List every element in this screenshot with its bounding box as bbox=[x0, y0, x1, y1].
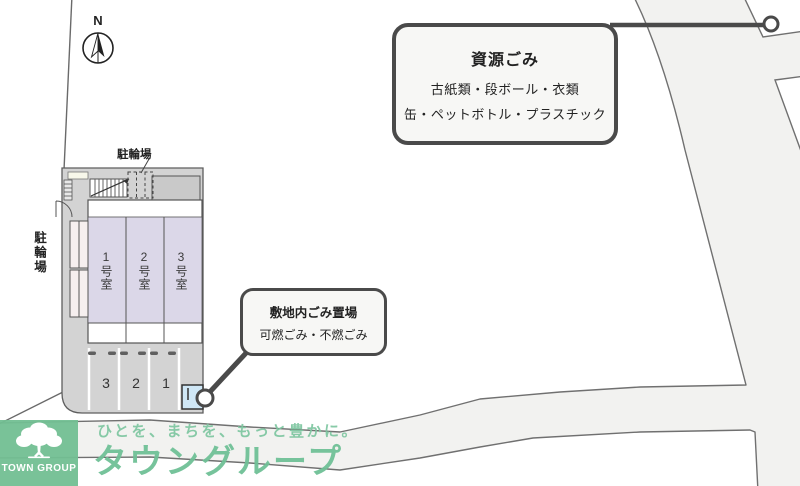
compass-icon bbox=[82, 32, 114, 64]
room-3-label: 3号室 bbox=[174, 250, 188, 291]
room-2-label: 2号室 bbox=[137, 250, 151, 291]
room-dividers bbox=[88, 217, 202, 343]
bicycle-label-pointer bbox=[140, 158, 150, 174]
bike-racks bbox=[69, 220, 89, 318]
wheel-stops bbox=[88, 351, 176, 355]
brand-name: タウングループ bbox=[93, 443, 343, 481]
recyclable-waste-line-1: 古紙類・段ボール・衣類 bbox=[430, 81, 580, 97]
gate-swing-arc bbox=[55, 200, 73, 218]
property-boundary-top-left bbox=[63, 0, 73, 171]
onsite-waste-title: 敷地内ごみ置場 bbox=[269, 305, 358, 320]
onsite-waste-callout: 敷地内ごみ置場 可燃ごみ・不燃ごみ bbox=[240, 288, 387, 356]
parking-space-2-number: 2 bbox=[132, 375, 140, 391]
neighbor-parcel-right bbox=[774, 75, 800, 151]
bicycle-parking-area bbox=[127, 171, 154, 199]
recyclable-waste-line-2: 缶・ペットボトル・プラスチック bbox=[403, 106, 607, 122]
recyclable-waste-callout: 資源ごみ 古紙類・段ボール・衣類 缶・ペットボトル・プラスチック bbox=[392, 23, 618, 145]
storage-structure bbox=[151, 175, 201, 201]
fence-strip bbox=[63, 179, 73, 201]
brand-tagline: ひとを、まちを、もっと豊かに。 bbox=[97, 423, 360, 440]
stairs bbox=[89, 178, 130, 198]
bicycle-parking-label-left: 駐輪場 bbox=[32, 231, 46, 275]
compass-north-label: N bbox=[93, 13, 103, 28]
small-roof bbox=[67, 171, 89, 180]
recyclable-callout-connector bbox=[610, 15, 780, 33]
tree-icon bbox=[16, 422, 62, 459]
bicycle-parking-label-top: 駐輪場 bbox=[117, 149, 152, 161]
room-1-label: 1号室 bbox=[99, 250, 113, 291]
parking-space-1-number: 1 bbox=[162, 375, 170, 391]
rooms-block bbox=[87, 216, 203, 324]
town-group-caption: TOWN GROUP bbox=[1, 463, 77, 474]
onsite-callout-connector bbox=[195, 350, 249, 408]
parking-dividers bbox=[87, 348, 181, 410]
recyclable-waste-title: 資源ごみ bbox=[470, 51, 539, 69]
town-group-logo: TOWN GROUP bbox=[0, 420, 78, 486]
parking-space-3-number: 3 bbox=[102, 375, 110, 391]
onsite-waste-line-1: 可燃ごみ・不燃ごみ bbox=[259, 327, 368, 342]
